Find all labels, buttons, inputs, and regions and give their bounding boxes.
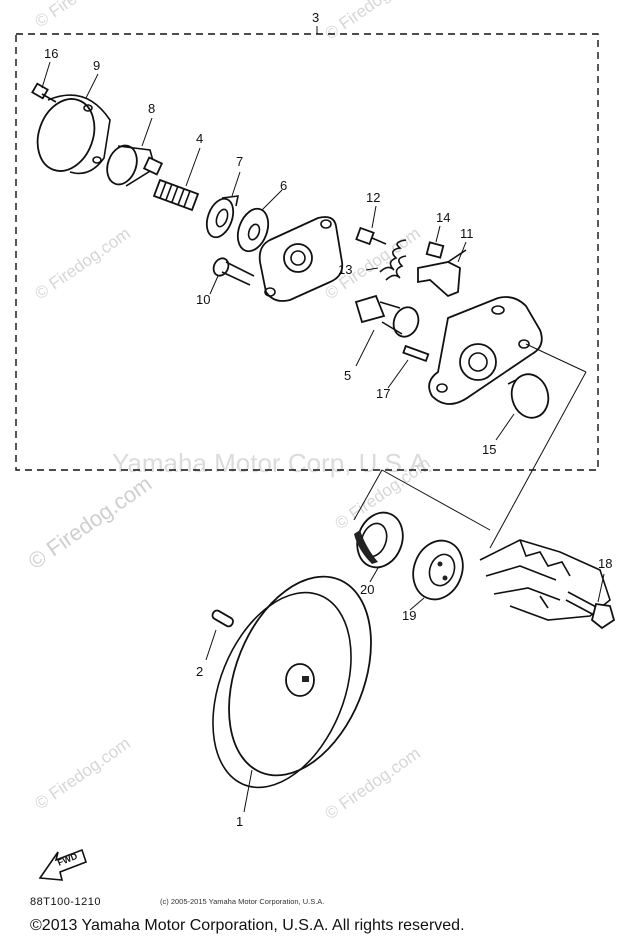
part-18-bolt — [565, 573, 616, 630]
part-16-bolt — [31, 61, 57, 103]
callout-12: 12 — [366, 190, 380, 205]
part-1-rotor — [212, 575, 372, 813]
callout-16: 16 — [44, 46, 58, 61]
assembly-leaders — [353, 343, 587, 549]
callout-8: 8 — [148, 101, 155, 116]
assembly-box: 3 — [15, 10, 599, 471]
callout-19: 19 — [402, 608, 416, 623]
callout-17: 17 — [376, 386, 390, 401]
part-15-plug — [495, 373, 550, 441]
callout-7: 7 — [236, 154, 243, 169]
part-14-cap — [425, 225, 445, 259]
part-2-key — [205, 609, 234, 661]
callout-1: 1 — [236, 814, 243, 829]
callout-5: 5 — [344, 368, 351, 383]
callout-9: 9 — [93, 58, 100, 73]
watermark-text: © Firedog.com — [321, 744, 423, 824]
part-9-cover — [36, 73, 111, 175]
footer-copyright: ©2013 Yamaha Motor Corporation, U.S.A. A… — [30, 917, 465, 934]
part-5-shaft — [354, 294, 420, 367]
part-19-seal — [409, 539, 464, 611]
callout-20: 20 — [360, 582, 374, 597]
callout-4: 4 — [196, 131, 203, 146]
callout-6: 6 — [280, 178, 287, 193]
callout-15: 15 — [482, 442, 496, 457]
callout-2: 2 — [196, 664, 203, 679]
watermark-corp-text: Yamaha Motor Corp, U.S.A. — [112, 448, 434, 478]
part-8-plunger — [106, 117, 164, 187]
part-17-pin — [387, 344, 430, 389]
watermark-text: © Firedog.com — [31, 734, 133, 814]
part-11-lever — [417, 241, 467, 298]
watermark-text: © Firedog.com — [31, 0, 133, 31]
callout-11: 11 — [460, 226, 474, 241]
callout-3: 3 — [312, 10, 319, 25]
drawing-code: 88T100-1210 — [30, 896, 101, 908]
part-4-threaded-rod — [152, 147, 201, 212]
fwd-arrow: FWD — [38, 848, 88, 881]
part-crankcase-fragment — [479, 539, 611, 621]
part-13-spring — [365, 239, 407, 281]
callout-14: 14 — [436, 210, 450, 225]
callout-18: 18 — [598, 556, 612, 571]
part-20-bearing — [354, 511, 404, 583]
assembly-dashed-border — [15, 33, 599, 471]
watermark-text-large: © Firedog.com — [24, 471, 157, 574]
part-12-screw — [355, 205, 387, 246]
part-10-bolt — [209, 257, 255, 295]
part-7-clip — [205, 171, 241, 239]
small-copyright: (c) 2005-2015 Yamaha Motor Corporation, … — [160, 897, 325, 906]
part-6-gasket — [236, 189, 283, 253]
watermark-text: © Firedog.com — [31, 224, 133, 304]
part-pump-body — [428, 296, 543, 405]
callout-13: 13 — [338, 262, 352, 277]
watermark-text: © Firedog.com — [321, 0, 423, 43]
part-flange-housing — [258, 216, 344, 302]
callout-10: 10 — [196, 292, 210, 307]
